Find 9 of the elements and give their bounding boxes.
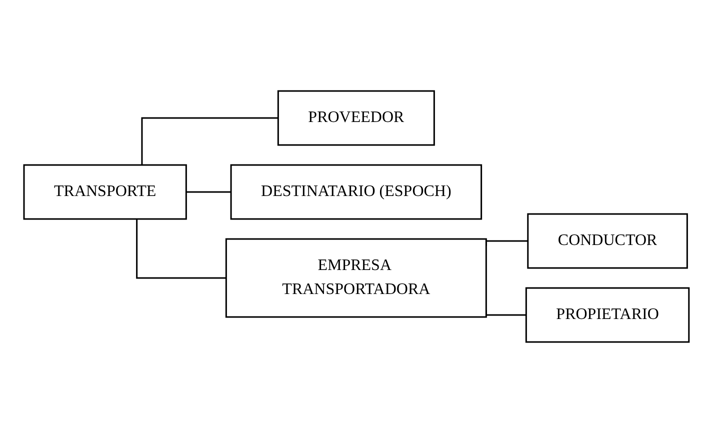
connector xyxy=(136,218,226,278)
node-box: TRANSPORTE xyxy=(23,164,187,220)
node-box: EMPRESA TRANSPORTADORA xyxy=(225,238,487,318)
node-box: PROVEEDOR xyxy=(277,90,435,146)
node-box: PROPIETARIO xyxy=(525,286,690,342)
connector xyxy=(141,116,278,164)
node-box: DESTINATARIO (ESPOCH) xyxy=(230,164,482,220)
connector xyxy=(185,190,232,192)
node-box: CONDUCTOR xyxy=(527,212,688,268)
